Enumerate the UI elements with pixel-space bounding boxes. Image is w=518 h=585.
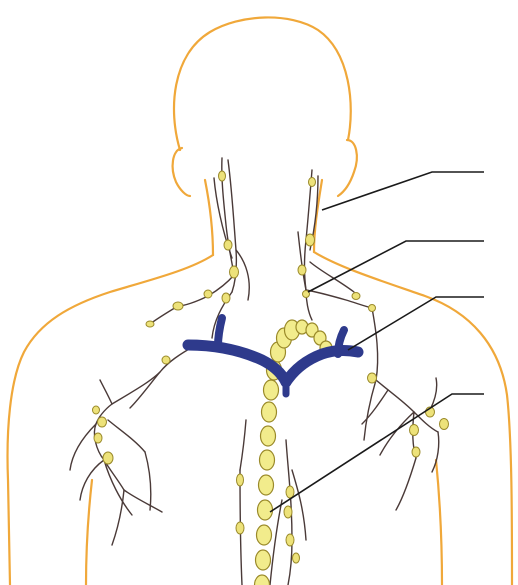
lymph-node [412, 447, 420, 457]
vessel [130, 345, 196, 408]
vessel [145, 452, 151, 510]
lymph-node [224, 240, 232, 250]
lymph-node [410, 425, 419, 436]
body-outline [8, 17, 512, 585]
vessel [376, 380, 438, 432]
duct-bead [256, 550, 271, 570]
head-outline [174, 17, 351, 150]
vessel [240, 420, 246, 470]
lymph-node [204, 290, 212, 298]
lymph-node [162, 356, 170, 364]
vessel [292, 470, 306, 540]
vessel [432, 432, 439, 472]
lymph-node [173, 302, 183, 310]
vessel [380, 412, 414, 455]
lymph-node [440, 419, 449, 430]
vessel [108, 420, 145, 452]
lymph-node [230, 266, 239, 278]
lymph-node [237, 474, 244, 486]
lymph-node [293, 553, 300, 563]
lymph-node [219, 171, 226, 181]
duct-bead [262, 402, 277, 422]
duct-bead [255, 575, 270, 585]
subclavian-vein [286, 350, 358, 382]
leader-line-4 [270, 394, 484, 512]
lymph-node [284, 506, 292, 518]
lymph-node [368, 373, 377, 383]
duct-bead [260, 450, 275, 470]
lymph-node [236, 522, 244, 534]
lymph-node [94, 433, 102, 443]
duct-bead [261, 426, 276, 446]
lymph-node [298, 265, 306, 275]
duct-bead [259, 475, 274, 495]
leader-line-3 [348, 297, 484, 350]
vessel [70, 424, 96, 470]
lymph-node [286, 534, 294, 546]
duct-bead [264, 380, 279, 400]
lymphatic-vessels [70, 158, 439, 585]
lymph-node [352, 293, 360, 300]
lymph-node [93, 406, 100, 414]
vessel [306, 290, 372, 308]
lymph-node [222, 293, 230, 303]
leader-line-2 [308, 241, 484, 292]
lymph-node [98, 417, 107, 427]
leader-line-1 [322, 172, 484, 210]
jugular-vein-left [218, 318, 222, 346]
vessel [96, 372, 160, 424]
vessel [124, 490, 162, 512]
lymph-node [286, 486, 294, 498]
right-ear-outline [338, 140, 357, 196]
duct-bead [257, 525, 272, 545]
vessel [372, 308, 378, 380]
vessel [112, 490, 124, 545]
lymph-node [309, 178, 316, 187]
lymph-node [146, 321, 154, 327]
lymph-node [103, 452, 113, 464]
right-arm-inner-outline [436, 460, 442, 585]
vessel [396, 458, 416, 510]
vessel [362, 390, 388, 424]
left-arm-inner-outline [86, 480, 92, 585]
left-neck-outline [205, 180, 213, 255]
lymph-node [306, 234, 315, 246]
left-ear-outline [173, 148, 190, 196]
duct-bead [258, 500, 273, 520]
vessel [104, 460, 132, 515]
vessel [100, 380, 112, 404]
lymph-node [369, 305, 376, 312]
